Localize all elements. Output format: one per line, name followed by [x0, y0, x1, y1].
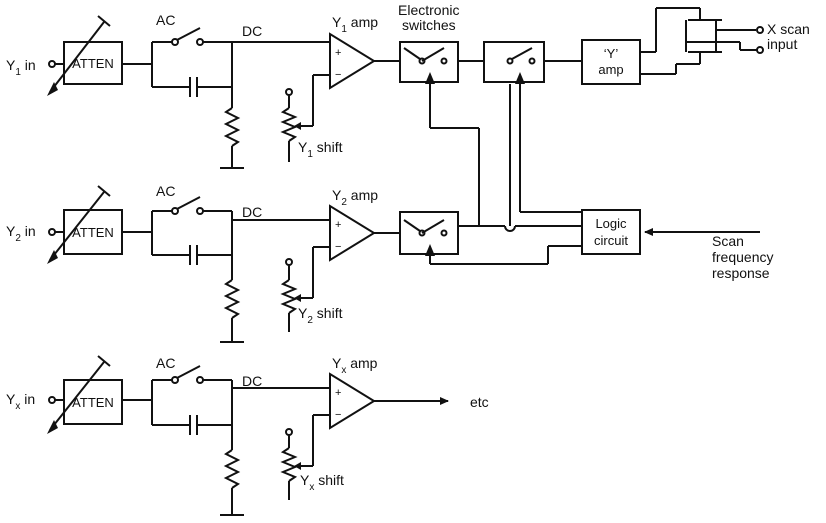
electronic-switches-label-line2: switches	[402, 17, 456, 33]
etc-label: etc	[470, 394, 489, 410]
channel-2-atten-arrow	[49, 191, 105, 261]
logic-circuit	[581, 209, 641, 255]
channel-1-amplifier	[329, 32, 376, 90]
logic-label-line1: Logic	[595, 216, 627, 231]
channel-1: Y1 in ATTEN AC DC + − Y1 amp	[6, 12, 484, 169]
y-amplifier	[581, 39, 641, 85]
y-amp-label-line2: amp	[598, 62, 623, 77]
channel-x-attenuator	[63, 379, 123, 425]
channel-x-ac-switch	[176, 365, 201, 379]
channel-2-ac-switch	[176, 196, 201, 210]
channel-2: Y2 in ATTEN AC DC + − Y2 amp	[6, 183, 459, 343]
svg-text:−: −	[335, 241, 341, 253]
electronic-switches-label-line1: Electronic	[398, 2, 459, 18]
svg-text:+: +	[335, 219, 341, 231]
channel-2-attenuator	[63, 209, 123, 255]
channel-2-input-terminal	[48, 228, 56, 236]
channel-1-amp-label: Y1 amp	[332, 14, 378, 35]
channel-2-shift-pot	[280, 279, 298, 314]
x-scan-label-line1: X scan	[767, 21, 810, 37]
channel-1-shift-pot	[280, 107, 298, 142]
channel-2-atten-label: ATTEN	[72, 225, 114, 240]
channel-x-input-terminal	[48, 396, 56, 404]
channel-x-input-label: Yx in	[6, 391, 35, 412]
channel-1-atten-arrow	[49, 21, 105, 93]
channel-x-shift-label: Yx shift	[300, 472, 344, 493]
channel-2-dc-label: DC	[242, 204, 262, 220]
channel-2-ac-label: AC	[156, 183, 175, 199]
channel-2-input-label: Y2 in	[6, 223, 36, 244]
channel-x-dc-label: DC	[242, 373, 262, 389]
channel-1-shift-label: Y1 shift	[298, 139, 343, 160]
channel-x-atten-arrow	[49, 361, 105, 431]
channel-1-atten-label: ATTEN	[72, 56, 114, 71]
channel-1-ac-switch	[176, 27, 201, 41]
x-scan-label-line2: input	[767, 36, 797, 52]
channel-2-amplifier	[329, 204, 376, 262]
channel-1-resistor	[223, 107, 241, 147]
channel-1-input-terminal	[48, 60, 56, 68]
channel-2-resistor	[223, 279, 241, 319]
logic-label-line2: circuit	[594, 233, 628, 248]
scan-label-line2: frequency	[712, 249, 773, 265]
channel-x: Yx in ATTEN AC DC + − Yx amp etc	[6, 355, 489, 516]
svg-text:−: −	[335, 69, 341, 81]
channel-1-ac-label: AC	[156, 12, 175, 28]
channel-x-shift-pot	[280, 447, 298, 482]
channel-x-amplifier	[329, 372, 376, 430]
logic-wiring	[425, 72, 582, 265]
channel-x-ac-label: AC	[156, 355, 175, 371]
svg-text:−: −	[335, 409, 341, 421]
channel-2-amp-label: Y2 amp	[332, 187, 378, 208]
channel-2-shift-label: Y2 shift	[298, 305, 343, 326]
y-amp-label-line1: ‘Y’	[604, 46, 619, 61]
svg-text:+: +	[335, 47, 341, 59]
channel-1-dc-label: DC	[242, 23, 262, 39]
channel-1-input-label: Y1 in	[6, 57, 36, 78]
scan-label-line3: response	[712, 265, 770, 281]
channel-x-amp-label: Yx amp	[332, 355, 378, 376]
channel-x-resistor	[223, 449, 241, 489]
scan-label-line1: Scan	[712, 233, 744, 249]
svg-text:+: +	[335, 387, 341, 399]
channel-x-atten-label: ATTEN	[72, 395, 114, 410]
